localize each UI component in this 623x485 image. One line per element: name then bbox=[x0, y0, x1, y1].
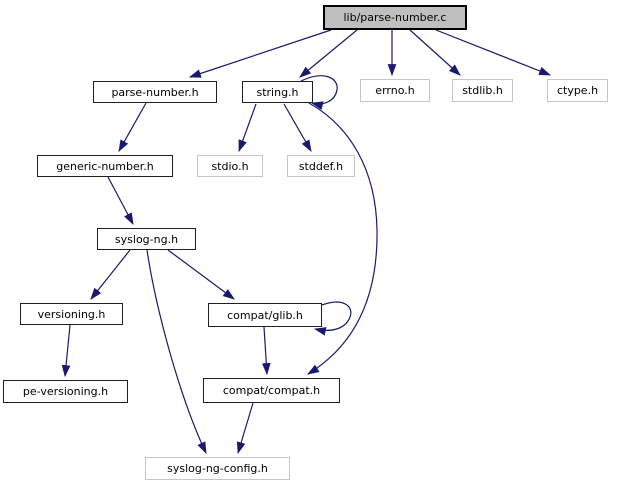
edge-syslog-ng-h-to-compat-glib-h bbox=[167, 249, 235, 300]
edge-parse-number-c-to-ctype-h bbox=[435, 29, 552, 76]
graph-node-stdlib-h: stdlib.h bbox=[452, 79, 513, 102]
graph-node-errno-h: errno.h bbox=[360, 79, 430, 102]
graph-node-parse-number-h[interactable]: parse-number.h bbox=[93, 81, 217, 103]
graph-node-stdio-h: stdio.h bbox=[197, 155, 263, 177]
graph-node-string-h[interactable]: string.h bbox=[242, 81, 313, 103]
edge-compat-glib-h-to-compat-compat-h bbox=[261, 326, 271, 376]
graph-node-lib-parse-number-c: lib/parse-number.c bbox=[323, 5, 467, 30]
edge-string-h-self-loop bbox=[300, 75, 338, 110]
edge-parse-number-c-to-string-h bbox=[299, 29, 358, 78]
edge-versioning-h-to-pe-versioning-h bbox=[61, 324, 71, 378]
graph-node-syslog-ng-h[interactable]: syslog-ng.h bbox=[97, 228, 196, 250]
graph-node-versioning-h[interactable]: versioning.h bbox=[20, 303, 123, 325]
edge-compat-glib-h-self-loop bbox=[313, 301, 352, 336]
edge-generic-number-h-to-syslog-ng-h bbox=[107, 176, 134, 225]
graph-node-pe-versioning-h[interactable]: pe-versioning.h bbox=[3, 380, 128, 403]
graph-node-ctype-h: ctype.h bbox=[547, 79, 608, 102]
edge-string-h-to-compat-compat-h bbox=[307, 102, 378, 375]
graph-node-generic-number-h[interactable]: generic-number.h bbox=[37, 155, 173, 177]
graph-node-compat-compat-h[interactable]: compat/compat.h bbox=[203, 378, 340, 403]
edge-string-h-to-stddef-h bbox=[283, 103, 312, 152]
edge-parse-number-c-to-stdlib-h bbox=[409, 29, 461, 76]
edge-syslog-ng-h-to-versioning-h bbox=[90, 249, 131, 300]
graph-node-syslog-ng-config-h: syslog-ng-config.h bbox=[145, 457, 290, 480]
edge-parse-number-h-to-generic-number-h bbox=[118, 102, 147, 152]
edge-string-h-to-stdio-h bbox=[238, 103, 257, 153]
graph-node-compat-glib-h[interactable]: compat/glib.h bbox=[208, 303, 322, 327]
graph-node-stddef-h: stddef.h bbox=[287, 155, 355, 177]
edge-parse-number-c-to-parse-number-h bbox=[188, 29, 332, 78]
edge-syslog-ng-h-to-syslog-ng-config-h bbox=[146, 249, 207, 454]
edge-compat-compat-h-to-syslog-ng-config-h bbox=[236, 402, 254, 455]
